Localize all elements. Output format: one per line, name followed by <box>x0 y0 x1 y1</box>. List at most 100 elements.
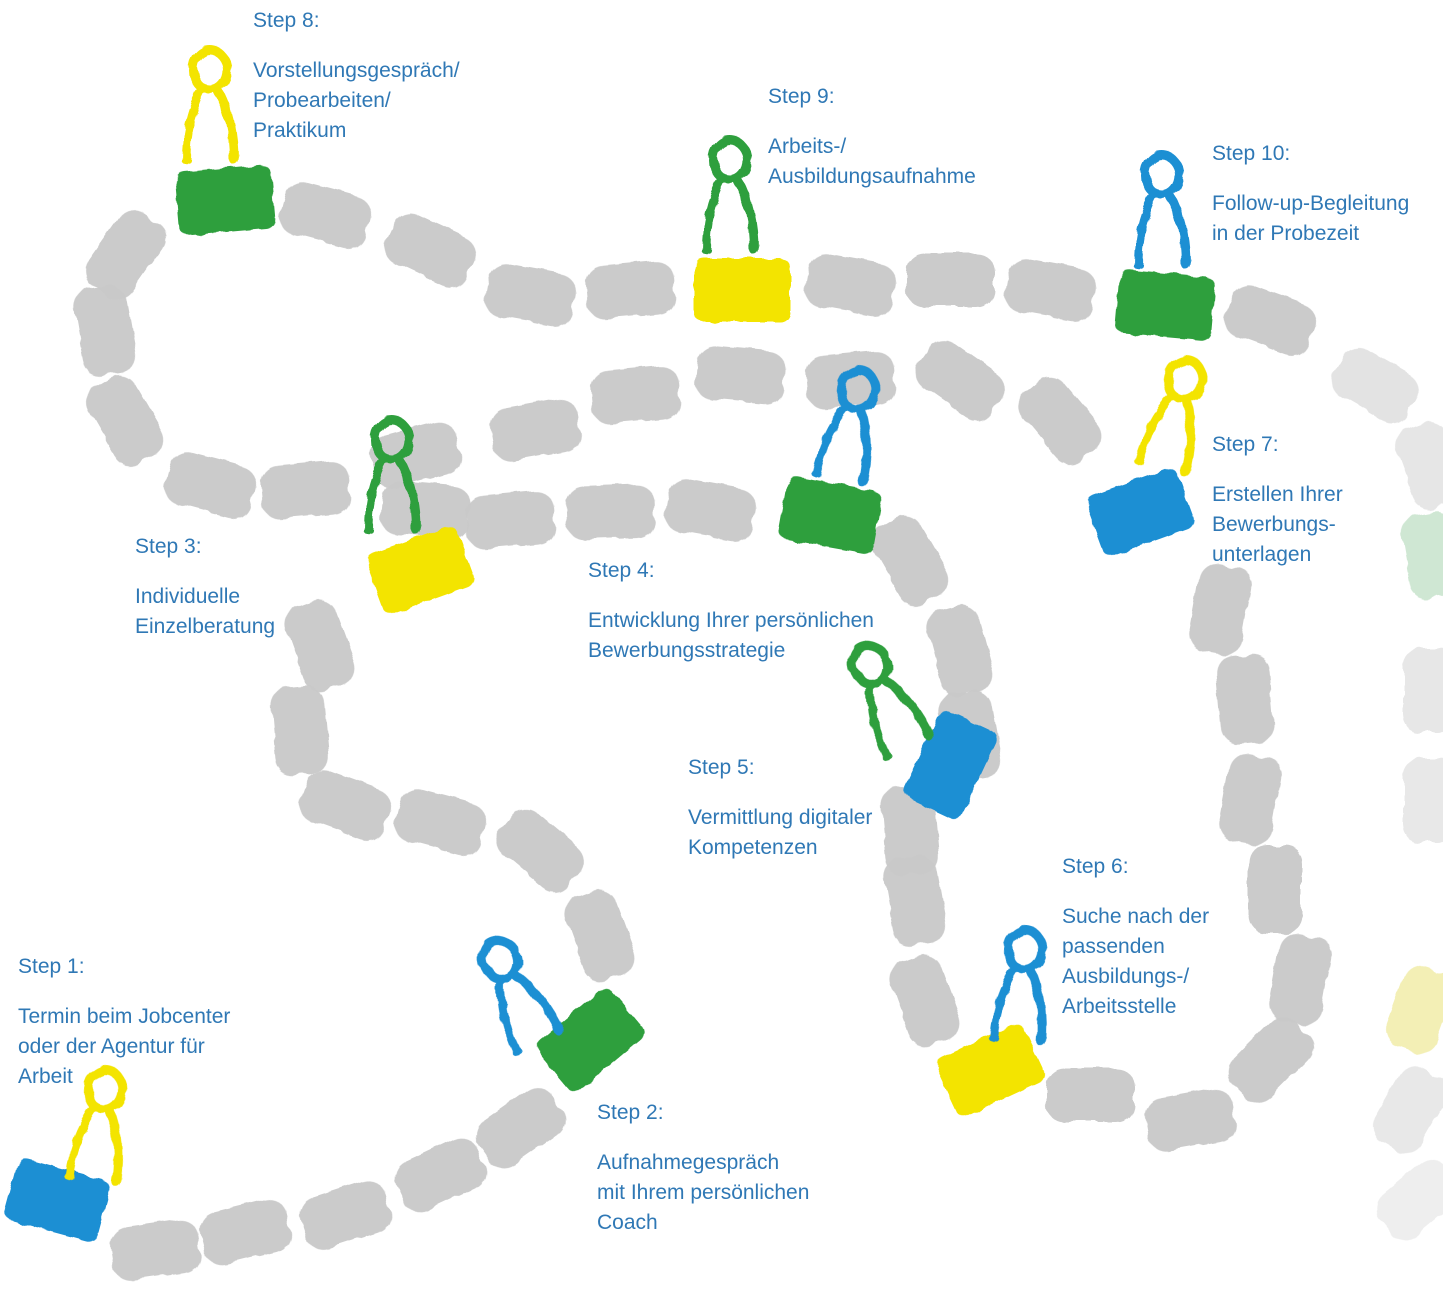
faded-stone-3 <box>1400 511 1443 599</box>
step-10-title: Step 10: <box>1212 142 1291 165</box>
step-9-line-2: Ausbildungsaufnahme <box>768 165 976 188</box>
path-stone-26 <box>1248 846 1302 934</box>
step-1-label: Step 1: Termin beim Jobcenter oder der A… <box>18 952 230 1092</box>
path-stone-37 <box>260 460 350 520</box>
path-stone-33 <box>695 345 785 405</box>
faded-stone-1 <box>1331 347 1419 423</box>
path-stone-13 <box>465 490 555 550</box>
step-2-line-1: Aufnahmegespräch <box>597 1151 780 1174</box>
step-4-line-1: Entwicklung Ihrer persönlichen <box>588 609 874 632</box>
step-bases <box>4 164 1215 1242</box>
step-8-label: Step 8: Vorstellungsgespräch/ Probearbei… <box>253 6 460 146</box>
step-1-line-2: oder der Agentur für <box>18 1035 205 1058</box>
path-stone-38 <box>164 451 256 519</box>
step-3-figure-icon <box>363 415 421 535</box>
step-2-base <box>536 988 644 1092</box>
path-stone-19 <box>880 785 940 875</box>
step-8-base <box>175 164 275 236</box>
figure-head <box>83 1065 127 1115</box>
step-2-title: Step 2: <box>597 1101 664 1124</box>
path-stone-5 <box>475 1087 565 1169</box>
step-5-base <box>904 711 996 819</box>
path-stone-24 <box>1227 1017 1313 1103</box>
path-stones <box>73 181 1332 1281</box>
path-stone-14 <box>565 484 655 540</box>
step-4-base <box>778 476 882 554</box>
path-stone-41 <box>84 210 166 300</box>
path-stone-20 <box>883 854 947 946</box>
step-4-label: Step 4: Entwicklung Ihrer persönlichen B… <box>588 556 874 666</box>
path-stone-30 <box>1018 376 1102 464</box>
figure-body <box>701 175 759 255</box>
path-stone-10 <box>270 685 330 775</box>
step-10-figure-icon <box>1133 150 1191 270</box>
step-8-line-3: Praktikum <box>253 119 347 142</box>
figure-body <box>181 85 239 165</box>
step-7-base <box>1086 468 1194 556</box>
step-6-line-1: Suche nach der <box>1062 905 1210 928</box>
faded-stone-5 <box>1403 758 1443 842</box>
path-stone-31 <box>915 339 1005 421</box>
path-stone-15 <box>664 478 756 542</box>
path-stone-7 <box>496 808 584 892</box>
step-3-label: Step 3: Individuelle Einzelberatung <box>135 532 275 642</box>
figure-head <box>1003 925 1047 975</box>
faded-stone-6 <box>1385 966 1443 1054</box>
step-3-line-2: Einzelberatung <box>135 615 276 638</box>
figure-head <box>188 45 232 95</box>
figure-body <box>866 675 935 762</box>
step-7-label: Step 7: Erstellen Ihrer Bewerbungs- unte… <box>1212 430 1343 570</box>
step-1-line-1: Termin beim Jobcenter <box>18 1005 231 1028</box>
step-figures <box>64 45 1207 1187</box>
step-9-figure-icon <box>701 135 759 255</box>
step-2-line-3: Coach <box>597 1211 658 1234</box>
figure-body <box>811 403 872 488</box>
path-stone-36 <box>369 421 461 489</box>
step-4-title: Step 4: <box>588 559 655 582</box>
figure-head <box>370 415 414 465</box>
figure-head <box>1140 150 1184 200</box>
step-6-line-2: passenden <box>1062 935 1165 958</box>
path-stone-27 <box>1218 754 1282 846</box>
step-8-line-2: Probearbeiten/ <box>253 89 391 112</box>
path-stone-8 <box>394 788 486 856</box>
step-7-line-3: unterlagen <box>1212 543 1312 566</box>
step-5-line-1: Vermittlung digitaler <box>688 806 873 829</box>
path-stone-1 <box>110 1219 200 1281</box>
figure-head <box>847 641 893 689</box>
step-10-line-1: Follow-up-Begleitung <box>1212 192 1410 215</box>
figure-head <box>836 365 880 415</box>
step-1-title: Step 1: <box>18 955 85 978</box>
path-stone-49 <box>1224 284 1316 356</box>
path-stone-2 <box>199 1198 291 1266</box>
path-stone-23 <box>1144 1088 1236 1152</box>
path-stone-44 <box>484 263 576 327</box>
step-7-title: Step 7: <box>1212 433 1279 456</box>
step-2-label: Step 2: Aufnahmegespräch mit Ihrem persö… <box>597 1098 809 1238</box>
faded-stone-8 <box>1375 1159 1443 1241</box>
path-stone-43 <box>384 212 476 288</box>
step-6-line-4: Arbeitsstelle <box>1062 995 1177 1018</box>
faded-stone-2 <box>1395 421 1443 509</box>
step-1-line-3: Arbeit <box>18 1065 73 1088</box>
path-stone-25 <box>1268 934 1332 1026</box>
step-7-line-2: Bewerbungs- <box>1212 513 1336 536</box>
step-2-line-2: mit Ihrem persönlichen <box>597 1181 810 1204</box>
path-stone-46 <box>804 253 896 317</box>
faded-edge-stones <box>1331 347 1443 1241</box>
step-6-label: Step 6: Suche nach der passenden Ausbild… <box>1062 852 1209 1022</box>
path-stone-22 <box>1046 1068 1134 1122</box>
path-stone-42 <box>279 181 371 249</box>
step-7-figure-icon <box>1134 355 1207 478</box>
faded-stone-4 <box>1403 648 1443 732</box>
path-stone-4 <box>394 1137 486 1213</box>
path-stone-17 <box>926 604 994 696</box>
step-8-title: Step 8: <box>253 9 320 32</box>
path-stone-11 <box>284 599 356 691</box>
figure-body <box>363 455 421 535</box>
step-10-line-2: in der Probezeit <box>1212 222 1360 245</box>
path-stone-35 <box>489 398 581 462</box>
path-stone-21 <box>889 954 961 1046</box>
step-9-title: Step 9: <box>768 85 835 108</box>
